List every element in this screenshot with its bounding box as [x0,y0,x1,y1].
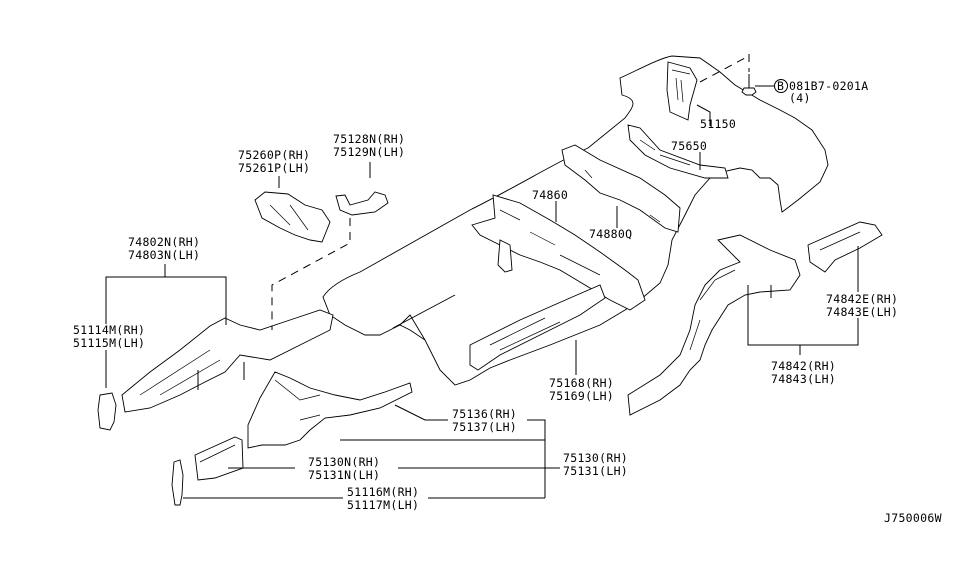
label-75128N-rh[interactable]: 75128N(RH) [333,132,405,146]
label-74842E-rh[interactable]: 74842E(RH) [826,292,898,306]
bolt-qty: (4) [789,91,811,105]
label-75129N-lh[interactable]: 75129N(LH) [333,145,405,159]
label-75130N-rh[interactable]: 75130N(RH) [308,455,380,469]
label-74880Q[interactable]: 74880Q [589,227,632,241]
label-75169-lh[interactable]: 75169(LH) [549,389,614,403]
label-74802N-rh[interactable]: 74802N(RH) [128,235,200,249]
part-74860[interactable] [471,194,646,311]
label-75260P-rh[interactable]: 75260P(RH) [238,148,310,162]
part-51114M[interactable] [97,392,117,431]
part-75168[interactable] [469,284,606,371]
label-74843-lh[interactable]: 74843(LH) [771,372,836,386]
part-75128N[interactable] [335,191,389,216]
part-75136[interactable] [247,371,413,449]
label-75131-lh[interactable]: 75131(LH) [563,464,628,478]
label-75261P-lh[interactable]: 75261P(LH) [238,161,310,175]
label-bolt: B 081B7-0201A (4) [774,79,868,105]
part-51150[interactable] [666,61,698,121]
part-74880Q[interactable] [561,144,681,233]
label-51116M-rh[interactable]: 51116M(RH) [347,485,419,499]
label-74860[interactable]: 74860 [532,188,568,202]
label-51150[interactable]: 51150 [700,117,736,131]
label-51114M-rh[interactable]: 51114M(RH) [73,323,145,337]
leader-lines [105,85,859,499]
label-51115M-lh[interactable]: 51115M(LH) [73,336,145,350]
bolt-081B7-0201A[interactable] [699,54,757,96]
label-75131N-lh[interactable]: 75131N(LH) [308,468,380,482]
bolt-badge-letter: B [777,79,784,93]
floor-panel [322,55,829,386]
part-74842E[interactable] [807,221,883,273]
label-51117M-lh[interactable]: 51117M(LH) [347,498,419,512]
part-75650[interactable] [627,124,729,179]
label-75130-rh[interactable]: 75130(RH) [563,451,628,465]
part-51116M[interactable] [171,459,184,506]
bolt-part-number[interactable]: 081B7-0201A [789,79,868,93]
drawing-id: J750006W [884,511,942,525]
label-75136-rh[interactable]: 75136(RH) [452,407,517,421]
b-badge-icon [774,79,788,93]
label-74843E-lh[interactable]: 74843E(LH) [826,305,898,319]
label-74803N-lh[interactable]: 74803N(LH) [128,248,200,262]
part-75130N[interactable] [194,436,244,481]
label-75650[interactable]: 75650 [671,139,707,153]
label-75137-lh[interactable]: 75137(LH) [452,420,517,434]
label-75168-rh[interactable]: 75168(RH) [549,376,614,390]
part-74802N[interactable] [121,309,334,413]
part-74842[interactable] [627,234,801,416]
label-74842-rh[interactable]: 74842(RH) [771,359,836,373]
part-75260P[interactable] [254,191,331,243]
